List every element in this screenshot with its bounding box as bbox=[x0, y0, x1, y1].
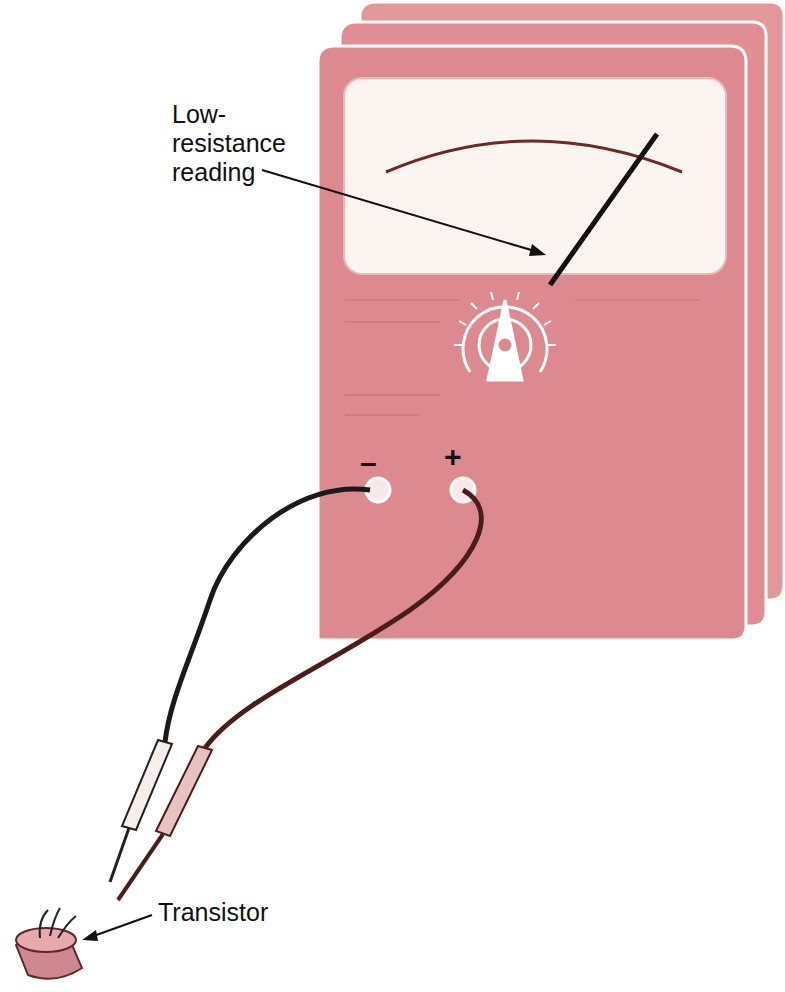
needle-leader-arrowhead bbox=[529, 244, 546, 256]
black-probe bbox=[110, 740, 172, 882]
red-probe bbox=[118, 746, 212, 900]
callout-label: Transistor bbox=[158, 898, 298, 927]
range-switch bbox=[463, 300, 547, 380]
needle-leader-line bbox=[262, 170, 538, 252]
callout-label: Low- resistance reading bbox=[172, 100, 282, 186]
range-ticks bbox=[454, 292, 556, 345]
red-test-lead bbox=[205, 490, 481, 748]
panel-markings bbox=[345, 300, 700, 415]
meter-needle bbox=[550, 134, 657, 285]
terminal-polarity: – bbox=[360, 446, 390, 481]
meter-window bbox=[344, 78, 726, 274]
black-test-lead bbox=[165, 489, 370, 742]
meter-front-panel bbox=[318, 46, 746, 640]
transistor-leader-line bbox=[88, 915, 152, 938]
transistor-leader-arrowhead bbox=[82, 930, 98, 941]
transistor-can bbox=[16, 908, 82, 979]
meter-scale-arc bbox=[386, 141, 682, 172]
terminal-polarity: + bbox=[444, 440, 474, 475]
